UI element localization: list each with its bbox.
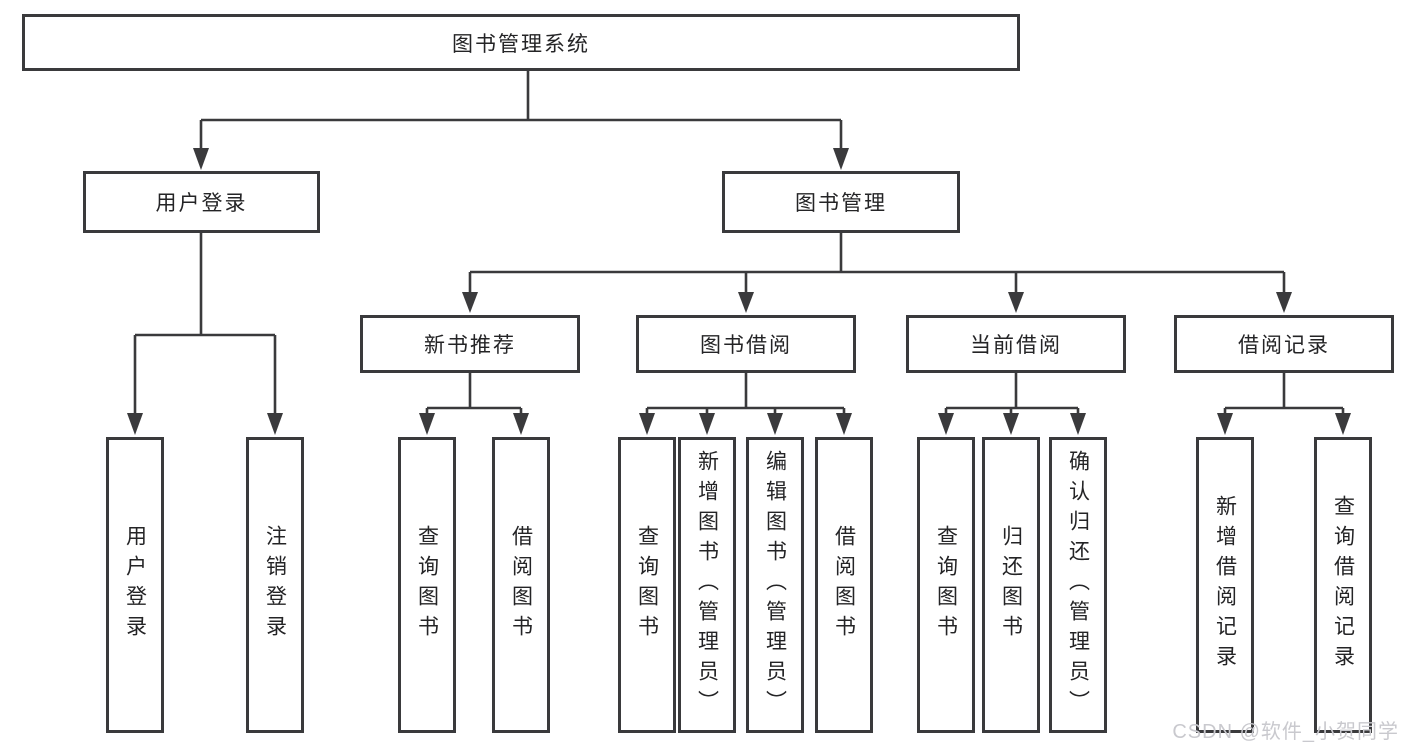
node-user-login: 用户登录	[83, 171, 320, 233]
leaf-confirm-return-admin-label: 确认归还（管理员）	[1066, 450, 1090, 720]
leaf-confirm-return-admin: 确认归还（管理员）	[1049, 437, 1107, 733]
watermark-text: CSDN @软件_小贺同学	[1172, 721, 1399, 743]
node-root-label: 图书管理系统	[452, 32, 590, 56]
arrowheads	[127, 148, 1351, 435]
leaf-query-borrow-record: 查询借阅记录	[1314, 437, 1372, 733]
leaf-query-books-borrow-label: 查询图书	[635, 525, 659, 645]
leaf-query-books-recommend: 查询图书	[398, 437, 456, 733]
leaf-user-login: 用户登录	[106, 437, 164, 733]
leaf-borrow-books-recommend: 借阅图书	[492, 437, 550, 733]
leaf-add-borrow-record: 新增借阅记录	[1196, 437, 1254, 733]
node-book-borrow: 图书借阅	[636, 315, 856, 373]
leaf-query-books-recommend-label: 查询图书	[415, 525, 439, 645]
leaf-query-borrow-record-label: 查询借阅记录	[1331, 495, 1355, 675]
node-user-login-label: 用户登录	[155, 192, 248, 215]
leaf-return-books: 归还图书	[982, 437, 1040, 733]
leaf-logout: 注销登录	[246, 437, 304, 733]
leaf-add-books-admin: 新增图书（管理员）	[678, 437, 736, 733]
leaf-query-books-current: 查询图书	[917, 437, 975, 733]
leaf-return-books-label: 归还图书	[999, 525, 1023, 645]
node-borrow-records: 借阅记录	[1174, 315, 1394, 373]
leaf-edit-books-admin: 编辑图书（管理员）	[746, 437, 804, 733]
node-borrow-records-label: 借阅记录	[1238, 334, 1330, 357]
leaf-add-borrow-record-label: 新增借阅记录	[1213, 495, 1237, 675]
leaf-borrow-books-label: 借阅图书	[832, 525, 856, 645]
leaf-borrow-books: 借阅图书	[815, 437, 873, 733]
node-new-book-recommend: 新书推荐	[360, 315, 580, 373]
node-new-book-recommend-label: 新书推荐	[424, 334, 516, 357]
connector-shafts	[133, 71, 1345, 414]
leaf-logout-label: 注销登录	[263, 525, 287, 645]
node-root-library-system: 图书管理系统	[22, 14, 1020, 71]
leaf-query-books-borrow: 查询图书	[618, 437, 676, 733]
node-book-management: 图书管理	[722, 171, 960, 233]
node-book-borrow-label: 图书借阅	[700, 334, 792, 357]
leaf-borrow-books-recommend-label: 借阅图书	[509, 525, 533, 645]
leaf-query-books-current-label: 查询图书	[934, 525, 958, 645]
node-current-borrow: 当前借阅	[906, 315, 1126, 373]
node-current-borrow-label: 当前借阅	[970, 334, 1062, 357]
leaf-edit-books-admin-label: 编辑图书（管理员）	[763, 450, 787, 720]
leaf-add-books-admin-label: 新增图书（管理员）	[695, 450, 719, 720]
leaf-user-login-label: 用户登录	[123, 525, 147, 645]
node-book-management-label: 图书管理	[795, 192, 887, 215]
